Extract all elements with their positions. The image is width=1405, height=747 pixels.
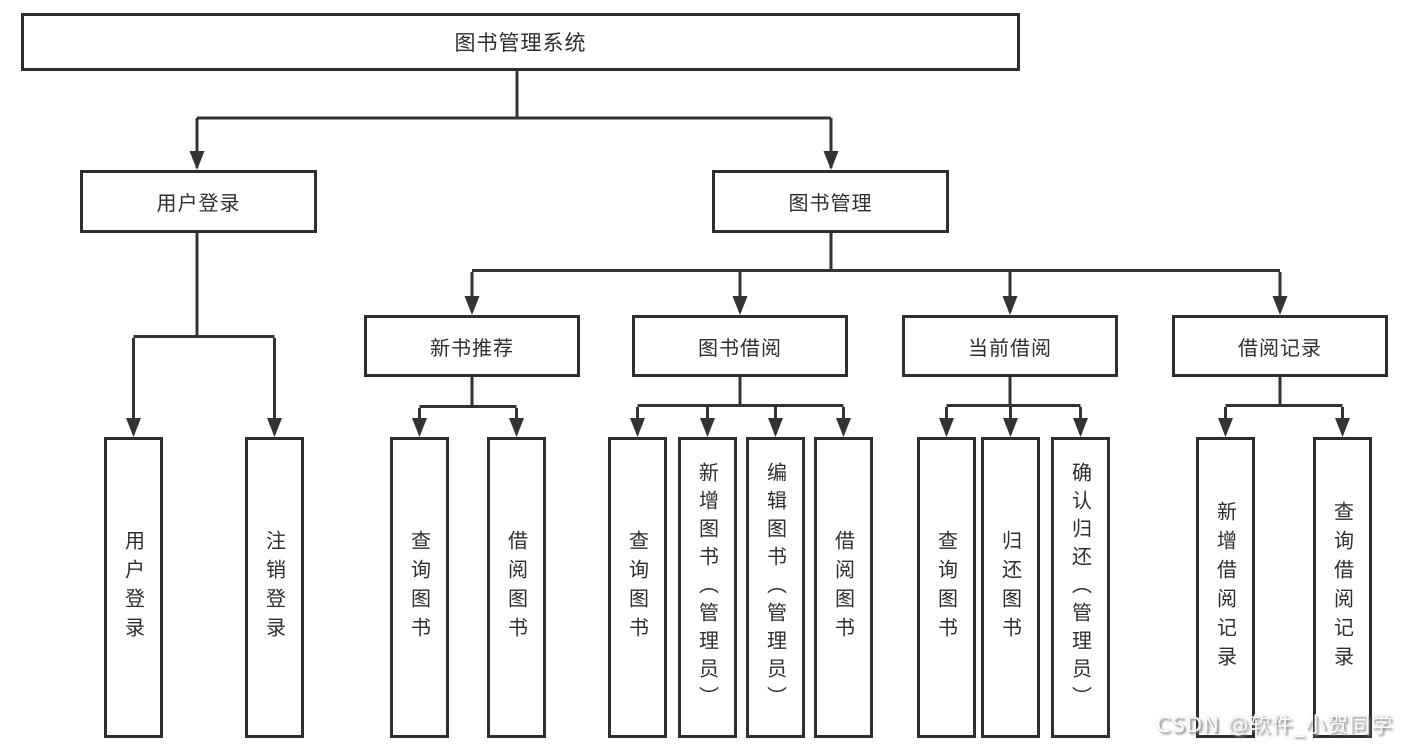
- arrow-down-icon: [1272, 296, 1288, 315]
- arrow-down-icon: [267, 418, 282, 437]
- arrow-down-icon: [823, 151, 839, 170]
- leaf-query-books-current-label: 查询图书: [934, 529, 959, 646]
- leaf-confirm-return-admin: 确认归还（管理员）: [1051, 437, 1110, 738]
- connector-user-login-branch: [132, 233, 276, 434]
- arrow-down-icon: [768, 418, 783, 437]
- arrowhead-icons: [126, 151, 1350, 437]
- leaf-borrow-books-recommend-label: 借阅图书: [504, 529, 529, 646]
- arrow-down-icon: [1003, 418, 1018, 437]
- leaf-query-books-borrow-label: 查询图书: [625, 529, 650, 646]
- leaf-query-borrow-record-label: 查询借阅记录: [1330, 500, 1355, 675]
- connector-borrow-records-branch: [1224, 377, 1344, 434]
- arrow-down-icon: [1002, 296, 1018, 315]
- node-user-login-label: 用户登录: [156, 191, 241, 215]
- leaf-logout: 注销登录: [245, 437, 304, 738]
- arrow-down-icon: [630, 418, 645, 437]
- leaf-user-login: 用户登录: [104, 437, 163, 738]
- leaf-add-books-admin-label: 新增图书（管理员）: [695, 461, 720, 714]
- node-user-login: 用户登录: [80, 170, 317, 233]
- node-borrow-records: 借阅记录: [1172, 315, 1388, 377]
- leaf-add-borrow-record: 新增借阅记录: [1196, 437, 1255, 738]
- leaf-logout-label: 注销登录: [262, 529, 287, 646]
- leaf-query-books-recommend-label: 查询图书: [407, 529, 432, 646]
- connector-new-book-recommend-branch: [418, 377, 518, 434]
- arrow-down-icon: [732, 296, 748, 315]
- arrow-down-icon: [412, 418, 427, 437]
- leaf-return-books: 归还图书: [981, 437, 1040, 738]
- arrow-down-icon: [1073, 418, 1088, 437]
- leaf-edit-books-admin-label: 编辑图书（管理员）: [763, 461, 788, 714]
- node-new-book-recommend: 新书推荐: [364, 315, 580, 377]
- node-new-book-recommend-label: 新书推荐: [430, 335, 514, 360]
- csdn-watermark: CSDN @软件_小贺同学: [1155, 713, 1393, 737]
- leaf-query-books-current: 查询图书: [917, 437, 976, 738]
- node-borrow-records-label: 借阅记录: [1238, 335, 1322, 360]
- node-book-management-label: 图书管理: [788, 191, 873, 215]
- leaf-borrow-books-borrow: 借阅图书: [814, 437, 873, 738]
- arrow-down-icon: [939, 418, 954, 437]
- node-root: 图书管理系统: [21, 13, 1020, 71]
- node-current-borrow: 当前借阅: [902, 315, 1118, 377]
- connector-book-borrow-branch: [636, 377, 845, 434]
- leaf-add-books-admin: 新增图书（管理员）: [678, 437, 737, 738]
- node-book-borrow: 图书借阅: [632, 315, 848, 377]
- arrow-down-icon: [1335, 418, 1350, 437]
- node-root-label: 图书管理系统: [454, 31, 587, 55]
- leaf-borrow-books-recommend: 借阅图书: [487, 437, 546, 738]
- leaf-confirm-return-admin-label: 确认归还（管理员）: [1068, 461, 1093, 714]
- arrow-down-icon: [836, 418, 851, 437]
- arrow-down-icon: [700, 418, 715, 437]
- arrow-down-icon: [189, 151, 205, 170]
- connector-root-to-level2: [195, 70, 833, 168]
- arrow-down-icon: [509, 418, 524, 437]
- leaf-query-books-recommend: 查询图书: [390, 437, 449, 738]
- leaf-user-login-label: 用户登录: [121, 529, 146, 646]
- leaf-edit-books-admin: 编辑图书（管理员）: [746, 437, 805, 738]
- arrow-down-icon: [126, 418, 141, 437]
- leaf-query-books-borrow: 查询图书: [608, 437, 667, 738]
- node-book-borrow-label: 图书借阅: [698, 335, 782, 360]
- leaf-add-borrow-record-label: 新增借阅记录: [1213, 500, 1238, 675]
- leaf-query-borrow-record: 查询借阅记录: [1313, 437, 1372, 738]
- arrow-down-icon: [1218, 418, 1233, 437]
- leaf-borrow-books-borrow-label: 借阅图书: [831, 529, 856, 646]
- arrow-down-icon: [464, 296, 480, 315]
- node-book-management: 图书管理: [712, 170, 949, 233]
- leaf-return-books-label: 归还图书: [998, 529, 1023, 646]
- node-current-borrow-label: 当前借阅: [968, 335, 1052, 360]
- connector-book-management-branch: [470, 233, 1282, 312]
